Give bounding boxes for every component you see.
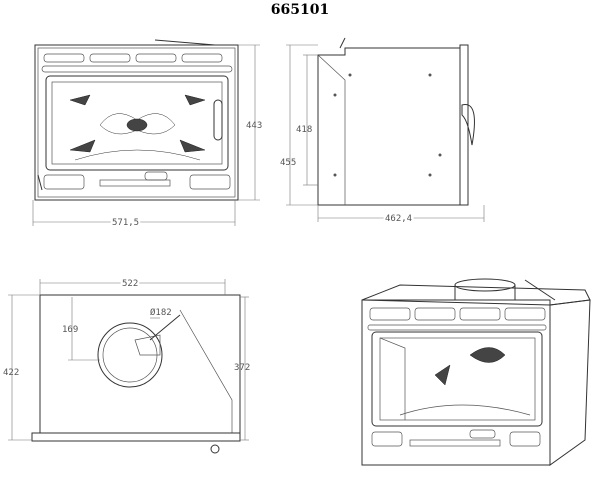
top-inner-depth-label: 372 xyxy=(234,363,250,373)
side-depth-label: 462,4 xyxy=(385,214,412,224)
flue-offset-label: 169 xyxy=(62,325,78,335)
side-height-label: 455 xyxy=(280,158,296,168)
perspective-view xyxy=(361,278,591,466)
drawing-title: 665101 xyxy=(270,2,330,18)
top-view: 522 Ø182 169 422 372 xyxy=(3,277,250,454)
front-view: 443 571,5 xyxy=(32,39,262,230)
side-view: 418 455 462,4 xyxy=(280,37,485,226)
flue-diameter-label: Ø182 xyxy=(150,307,172,318)
side-inner-height-label: 418 xyxy=(296,125,312,135)
front-width-label: 571,5 xyxy=(112,218,139,228)
top-depth-label: 422 xyxy=(3,368,19,378)
top-width-label: 522 xyxy=(122,279,138,289)
front-height-label: 443 xyxy=(246,121,262,131)
